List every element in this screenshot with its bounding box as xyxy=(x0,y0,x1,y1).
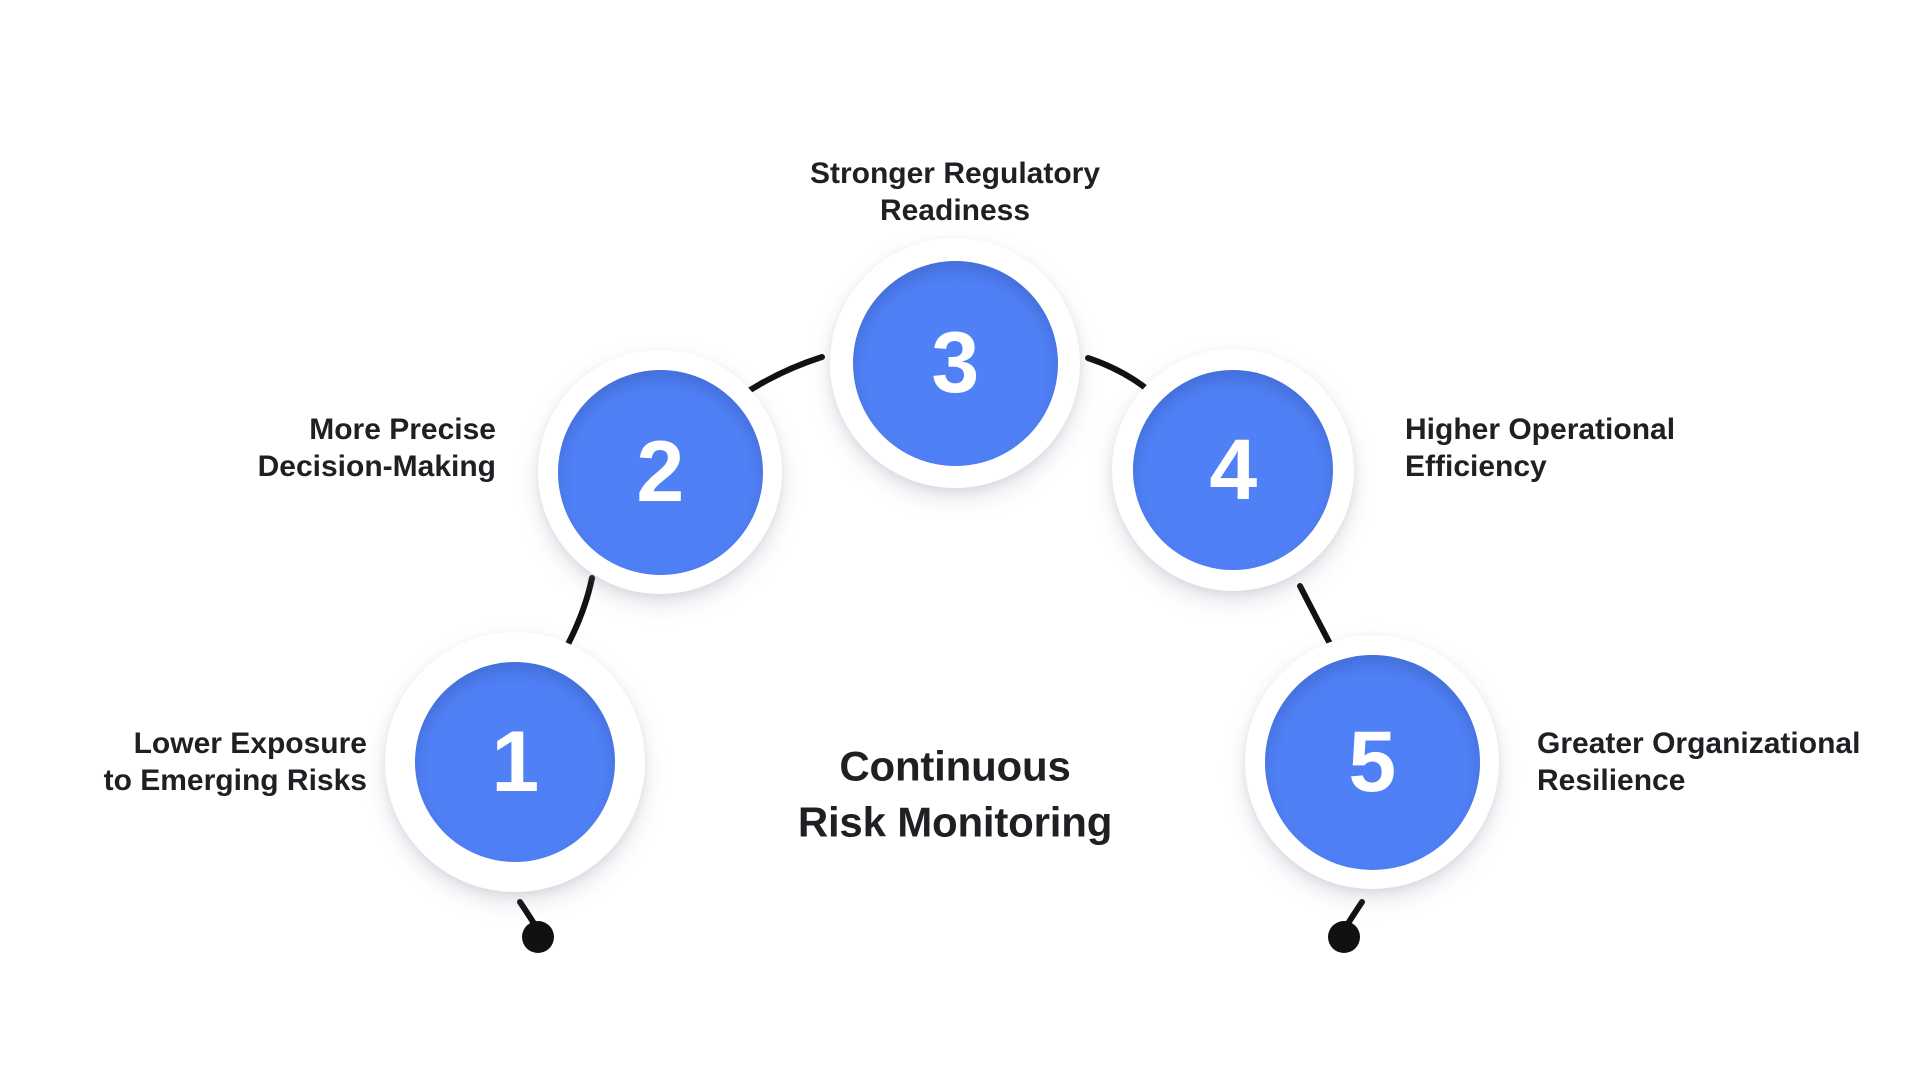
node-2-disc: 2 xyxy=(557,369,763,575)
node-4[interactable]: 4 xyxy=(1112,349,1354,591)
connector-line-1 xyxy=(563,575,595,651)
node-2[interactable]: 2 xyxy=(538,350,782,594)
node-3-disc: 3 xyxy=(852,260,1058,466)
node-5[interactable]: 5 xyxy=(1245,635,1499,889)
node-3-label: Stronger Regulatory Readiness xyxy=(809,156,1101,227)
node-3-number: 3 xyxy=(931,315,979,411)
node-1-label: Lower Exposure to Emerging Risks xyxy=(103,726,367,797)
tail-dot-1 xyxy=(522,921,554,953)
node-5-disc: 5 xyxy=(1264,654,1480,870)
node-5-label: Greater Organizational Resilience xyxy=(1537,726,1861,797)
node-4-disc: 4 xyxy=(1133,370,1333,570)
node-1-number: 1 xyxy=(491,714,539,810)
node-4-label: Higher Operational Efficiency xyxy=(1405,412,1676,483)
node-1[interactable]: 1 xyxy=(385,632,645,892)
node-3[interactable]: 3 xyxy=(830,238,1080,488)
node-4-number: 4 xyxy=(1209,422,1257,518)
node-5-number: 5 xyxy=(1348,714,1396,810)
node-2-number: 2 xyxy=(636,424,684,520)
node-2-label: More Precise Decision-Making xyxy=(257,412,496,483)
tail-dot-2 xyxy=(1328,921,1360,953)
center-title: Continuous Risk Monitoring xyxy=(797,742,1113,846)
node-1-disc: 1 xyxy=(415,662,615,862)
